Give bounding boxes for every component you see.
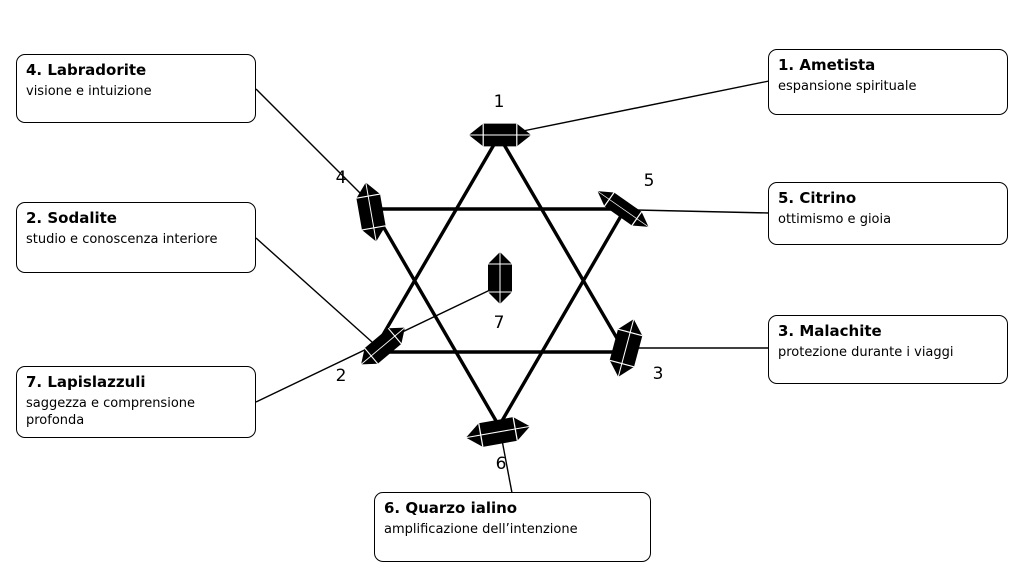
leader-line-4 (255, 88, 366, 199)
number-label-4: 4 (336, 168, 347, 188)
crystal-1 (468, 123, 532, 147)
crystal-3 (609, 318, 643, 378)
crystal-icon (465, 417, 531, 447)
crystal-icon (609, 318, 643, 378)
crystal-box-1: 1. Ametista espansione spirituale (768, 49, 1008, 115)
downward-triangle (370, 207, 628, 430)
crystal-7 (488, 252, 512, 304)
crystal-description: saggezza e comprensione profonda (26, 396, 196, 428)
crystal-icon (488, 252, 512, 304)
crystal-4 (356, 182, 386, 242)
crystal-title: 4. Labradorite (26, 61, 147, 79)
crystal-box-2: 2. Sodalite studio e conoscenza interior… (16, 202, 256, 273)
crystal-icon (597, 190, 649, 228)
leader-line-1 (517, 80, 770, 133)
crystal-2 (360, 327, 406, 365)
crystal-icon (356, 182, 386, 242)
crystal-title: 6. Quarzo ialino (384, 499, 518, 517)
crystal-description: visione e intuizione (26, 84, 152, 99)
leader-line-6 (501, 439, 513, 494)
crystal-title: 5. Citrino (778, 189, 857, 207)
crystal-description: espansione spirituale (778, 79, 917, 94)
crystal-description: protezione durante i viaggi (778, 345, 954, 360)
number-label-7: 7 (494, 313, 505, 333)
crystal-title: 7. Lapislazzuli (26, 373, 146, 391)
crystal-description: ottimismo e gioia (778, 212, 892, 227)
number-label-3: 3 (653, 364, 664, 384)
crystal-box-3: 3. Malachite protezione durante i viaggi (768, 315, 1008, 384)
upward-triangle (370, 132, 628, 354)
leader-line-2 (255, 237, 373, 343)
crystal-box-4: 4. Labradorite visione e intuizione (16, 54, 256, 123)
number-label-6: 6 (496, 454, 507, 474)
number-label-2: 2 (336, 366, 347, 386)
crystal-icon (360, 327, 406, 365)
crystal-box-5: 5. Citrino ottimismo e gioia (768, 182, 1008, 245)
crystal-icon (468, 123, 532, 147)
number-label-1: 1 (494, 92, 505, 112)
crystal-5 (597, 190, 649, 228)
leader-line-5 (635, 209, 770, 214)
crystal-description: amplificazione dell’intenzione (384, 522, 578, 537)
crystal-box-7: 7. Lapislazzuli saggezza e comprensione … (16, 366, 256, 438)
crystal-title: 1. Ametista (778, 56, 876, 74)
crystal-6 (465, 417, 531, 447)
crystal-box-6: 6. Quarzo ialino amplificazione dell’int… (374, 492, 651, 562)
crystal-title: 2. Sodalite (26, 209, 117, 227)
number-label-5: 5 (644, 171, 655, 191)
crystal-description: studio e conoscenza interiore (26, 232, 218, 247)
crystal-title: 3. Malachite (778, 322, 882, 340)
